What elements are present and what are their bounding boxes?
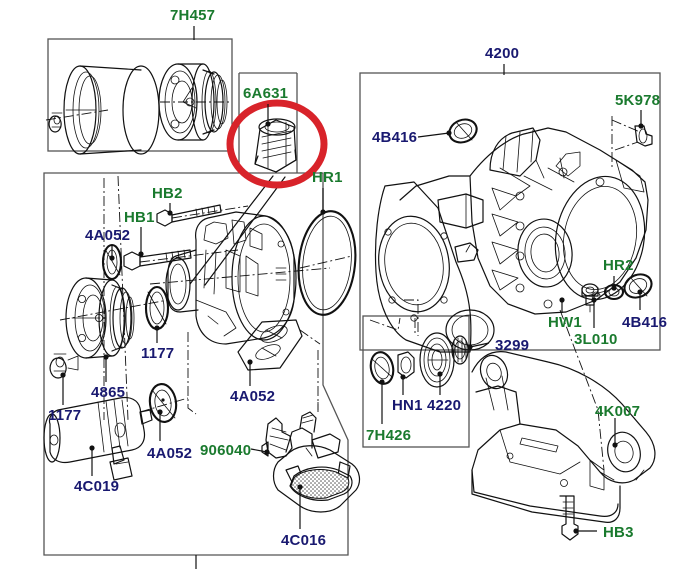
part-1177-circlip-upper bbox=[144, 285, 170, 331]
callout-label-4C016[interactable]: 4C016 bbox=[281, 532, 327, 549]
part-4C019-pump-motor bbox=[43, 396, 153, 481]
callout-label-4A052-pump[interactable]: 4A052 bbox=[147, 445, 193, 462]
group-frames bbox=[43, 38, 661, 556]
callout-label-3L010[interactable]: 3L010 bbox=[574, 331, 618, 348]
part-6A631-oil-strainer bbox=[254, 118, 297, 173]
callout-label-4B416-left[interactable]: 4B416 bbox=[372, 129, 418, 146]
part-5K978-breather bbox=[611, 116, 653, 168]
callout-leaders bbox=[60, 26, 644, 569]
callout-label-5K978[interactable]: 5K978 bbox=[615, 92, 661, 109]
callout-label-HB1[interactable]: HB1 bbox=[124, 209, 155, 226]
part-4B416-right-seal bbox=[623, 273, 653, 299]
part-7H457-axle-flange bbox=[45, 63, 232, 155]
callout-label-4200[interactable]: 4200 bbox=[485, 45, 520, 62]
assembly-guide-rods bbox=[189, 175, 286, 286]
callout-label-HR2[interactable]: HR2 bbox=[603, 257, 634, 274]
part-4K007-mount-bracket bbox=[471, 351, 656, 523]
callout-label-3299[interactable]: 3299 bbox=[495, 337, 530, 354]
callout-label-4K007[interactable]: 4K007 bbox=[595, 403, 641, 420]
highlight-ellipse-6A631 bbox=[226, 99, 328, 189]
callout-label-4865[interactable]: 4865 bbox=[91, 384, 126, 401]
callout-label-7H426[interactable]: 7H426 bbox=[366, 427, 412, 444]
callout-label-HB3[interactable]: HB3 bbox=[603, 524, 634, 541]
callout-label-906040[interactable]: 906040 bbox=[200, 442, 252, 459]
part-3299-bearing-roller bbox=[451, 335, 469, 365]
callout-label-HW1[interactable]: HW1 bbox=[548, 314, 582, 331]
callout-label-1177-upper[interactable]: 1177 bbox=[141, 345, 175, 362]
callout-label-HR1[interactable]: HR1 bbox=[312, 169, 343, 186]
callout-label-4C019[interactable]: 4C019 bbox=[74, 478, 120, 495]
part-HR1-oring-large bbox=[297, 210, 357, 316]
part-4A052-gasket-plate bbox=[237, 319, 321, 410]
part-HN1-nut bbox=[397, 351, 415, 379]
part-4C016-actuator bbox=[272, 400, 361, 513]
callout-label-4A052-lower[interactable]: 4A052 bbox=[230, 388, 276, 405]
part-4220-pinion-bearing bbox=[419, 332, 455, 388]
callout-label-HN1[interactable]: HN1 bbox=[392, 397, 423, 414]
callout-label-4B416-right[interactable]: 4B416 bbox=[622, 314, 668, 331]
part-4A052-ring-pump bbox=[139, 383, 189, 423]
callout-label-4220[interactable]: 4220 bbox=[427, 397, 462, 414]
part-4B416-left-seal bbox=[448, 118, 478, 144]
construction-lines bbox=[103, 175, 419, 421]
callout-label-6A631[interactable]: 6A631 bbox=[243, 85, 289, 102]
part-7H426-pinion-seal bbox=[369, 351, 395, 385]
part-906040-connector bbox=[261, 417, 293, 459]
callout-label-HB2[interactable]: HB2 bbox=[152, 185, 183, 202]
callout-label-7H457[interactable]: 7H457 bbox=[170, 7, 216, 24]
part-HB3-bolt bbox=[559, 495, 579, 541]
callout-label-1177-lower[interactable]: 1177 bbox=[48, 407, 82, 424]
part-HB1-bolt bbox=[123, 249, 239, 271]
part-1177-circlip-lower bbox=[49, 353, 79, 379]
callout-label-4A052-upper[interactable]: 4A052 bbox=[85, 227, 131, 244]
part-HB2-bolt bbox=[156, 204, 249, 227]
